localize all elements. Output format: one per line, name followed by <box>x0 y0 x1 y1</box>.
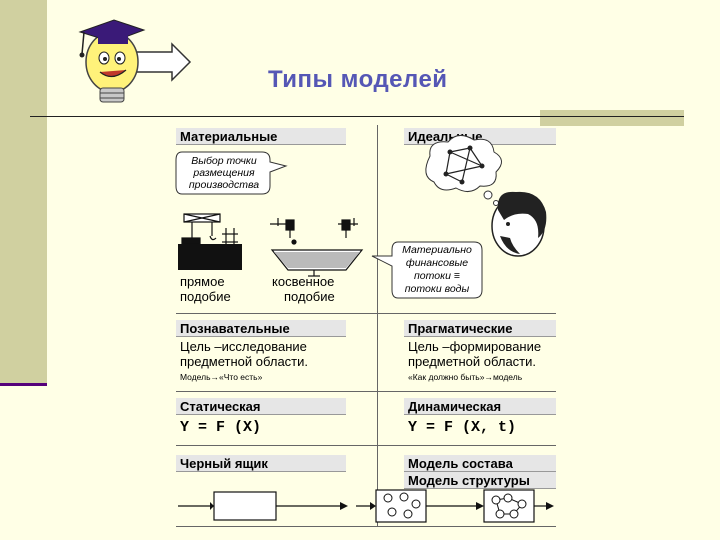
cognitive-goal-line1: Цель –исследование <box>180 339 307 354</box>
center-divider <box>377 125 378 527</box>
header-composition: Модель состава <box>404 455 556 472</box>
sidebar-accent-line <box>0 383 47 386</box>
header-dynamic: Динамическая <box>404 398 556 415</box>
bubble-right-line2: финансовые <box>405 257 469 269</box>
bubble-right-line3: потоки ≡ <box>414 270 460 282</box>
bubble-left-line2: размещения <box>193 167 255 179</box>
slide-title: Типы моделей <box>268 66 448 93</box>
bubble-left-line1: Выбор точки <box>191 155 257 167</box>
lightbulb-logo-icon <box>78 19 192 103</box>
cognitive-note: Модель→«Что есть» <box>180 372 263 382</box>
bottom-border <box>176 526 556 527</box>
bubble-left-line3: производства <box>188 179 260 191</box>
header-static: Статическая <box>176 398 346 415</box>
cognitive-goal-line2: предметной области. <box>180 354 309 369</box>
row-divider-1 <box>176 313 556 314</box>
header-structure: Модель структуры <box>404 472 556 489</box>
title-rule <box>30 116 684 117</box>
header-pragmatic: Прагматические <box>404 320 556 337</box>
caption-direct-line1: прямое <box>180 274 225 289</box>
left-sidebar-band <box>0 0 47 385</box>
caption-indirect-line2: подобие <box>284 289 335 304</box>
pragmatic-goal-line2: предметной области. <box>408 354 537 369</box>
bubble-right-line1: Материально <box>402 244 472 256</box>
dynamic-formula: Y = F (X, t) <box>408 419 517 436</box>
pragmatic-goal-line1: Цель –формирование <box>408 339 542 354</box>
header-black-box: Черный ящик <box>176 455 346 472</box>
title-rule-stub <box>540 110 684 126</box>
static-formula: Y = F (X) <box>180 419 262 436</box>
caption-direct-line2: подобие <box>180 289 231 304</box>
header-cognitive: Познавательные <box>176 320 346 337</box>
header-material: Материальные <box>176 128 346 145</box>
bubble-right-line4: потоки воды <box>404 283 470 295</box>
caption-indirect-line1: косвенное <box>272 274 335 289</box>
pragmatic-note: «Как должно быть»→модель <box>408 372 523 382</box>
row-divider-2 <box>176 391 556 392</box>
row-divider-3 <box>176 445 556 446</box>
